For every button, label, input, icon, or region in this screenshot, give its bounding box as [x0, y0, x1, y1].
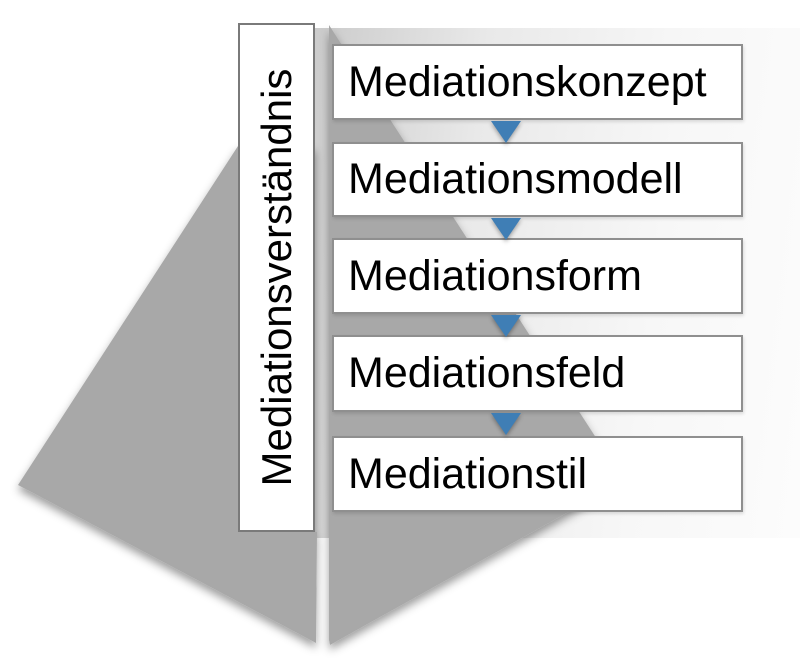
vertical-label: Mediationsverständnis [252, 68, 300, 487]
level-box-mediationstil: Mediationstil [332, 436, 743, 512]
down-arrow-icon [491, 315, 521, 337]
level-label: Mediationskonzept [348, 57, 707, 106]
level-box-mediationsfeld: Mediationsfeld [332, 335, 743, 412]
level-box-mediationsform: Mediationsform [332, 238, 743, 314]
down-arrow-icon [491, 413, 521, 435]
down-arrow-icon [491, 218, 521, 240]
level-label: Mediationsfeld [348, 349, 626, 397]
level-label: Mediationsmodell [348, 155, 683, 203]
level-label: Mediationstil [348, 449, 587, 498]
level-box-mediationsmodell: Mediationsmodell [332, 142, 743, 217]
level-box-mediationskonzept: Mediationskonzept [332, 44, 743, 120]
level-label: Mediationsform [348, 251, 642, 300]
down-arrow-icon [491, 121, 521, 143]
vertical-label-box: Mediationsverständnis [238, 23, 315, 532]
